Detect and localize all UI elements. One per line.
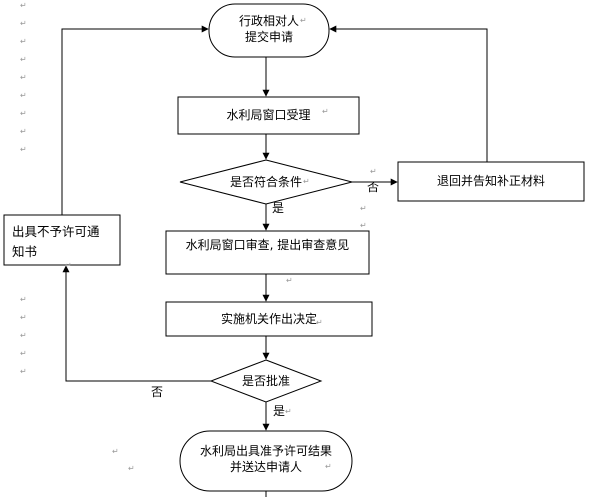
start-node-label: 行政相对人 提交申请 — [209, 13, 329, 45]
paragraph-mark: ↵ — [20, 109, 27, 118]
check-yes-label: 是 — [272, 201, 285, 215]
paragraph-mark: ↵ — [20, 91, 27, 100]
return-box-shape — [397, 161, 585, 202]
result-node-label: 水利局出具准予许可结果 并送达申请人 — [180, 443, 352, 475]
result-node-line1: 水利局出具准予许可结果 — [199, 444, 332, 458]
paragraph-mark: ↵ — [20, 127, 27, 136]
start-node-line1: 行政相对人 — [238, 14, 299, 28]
paragraph-mark: ↵ — [20, 73, 27, 82]
paragraph-mark: ↵ — [325, 462, 332, 471]
paragraph-mark: ↵ — [322, 107, 329, 116]
start-terminator-shape — [208, 3, 330, 58]
paragraph-mark: ↵ — [360, 204, 367, 213]
approve-no-label: 否 — [151, 385, 164, 399]
reject-node-label: 出具不予许可通 知书 — [12, 222, 100, 262]
start-node-line2: 提交申请 — [244, 30, 293, 44]
paragraph-mark: ↵ — [20, 55, 27, 64]
reject-node-line2: 知书 — [12, 244, 38, 259]
paragraph-mark: ↵ — [20, 367, 27, 376]
result-node-line2: 并送达申请人 — [229, 460, 302, 474]
arrow-return-to-start — [329, 25, 488, 162]
paragraph-mark: ↵ — [282, 380, 289, 389]
approve-node-label: 是否批准 — [241, 374, 290, 388]
arrow-approve-to-reject — [62, 265, 211, 382]
paragraph-mark: ↵ — [20, 145, 27, 154]
approve-yes-label: 是 — [273, 404, 286, 418]
paragraph-mark: ↵ — [20, 19, 27, 28]
return-node-label: 退回并告知补正材料 — [436, 174, 545, 188]
paragraph-mark: ↵ — [20, 331, 27, 340]
paragraph-mark: ↵ — [128, 464, 135, 473]
review-node-label: 水利局窗口审查, 提出审查意见 — [185, 238, 350, 252]
reject-node-line1: 出具不予许可通 — [12, 224, 100, 239]
paragraph-mark: ↵ — [20, 37, 27, 46]
paragraph-mark: ↵ — [286, 276, 293, 285]
paragraph-mark: ↵ — [20, 295, 27, 304]
check-node-label: 是否符合条件 — [229, 175, 302, 189]
decide-node-label: 实施机关作出决定 — [220, 312, 317, 326]
paragraph-mark: ↵ — [300, 16, 307, 25]
decide-box-shape — [165, 301, 373, 337]
check-no-label: 否 — [367, 180, 380, 194]
review-box-shape — [165, 230, 370, 275]
accept-box-shape — [177, 96, 360, 135]
paragraph-mark: ↵ — [360, 221, 367, 230]
paragraph-mark: ↵ — [303, 177, 310, 186]
accept-node-label: 水利局窗口受理 — [226, 108, 311, 122]
reject-box-shape — [3, 214, 121, 266]
paragraph-mark: ↵ — [20, 313, 27, 322]
paragraph-mark: ↵ — [285, 407, 292, 416]
paragraph-mark: ↵ — [112, 447, 119, 456]
paragraph-mark: ↵ — [340, 240, 347, 249]
arrow-reject-to-start — [61, 25, 209, 215]
paragraph-mark: ↵ — [20, 349, 27, 358]
paragraph-mark: ↵ — [20, 1, 27, 10]
paragraph-mark: ↵ — [370, 167, 377, 176]
paragraph-mark: ↵ — [316, 318, 323, 327]
paragraph-mark: ↵ — [65, 261, 72, 270]
